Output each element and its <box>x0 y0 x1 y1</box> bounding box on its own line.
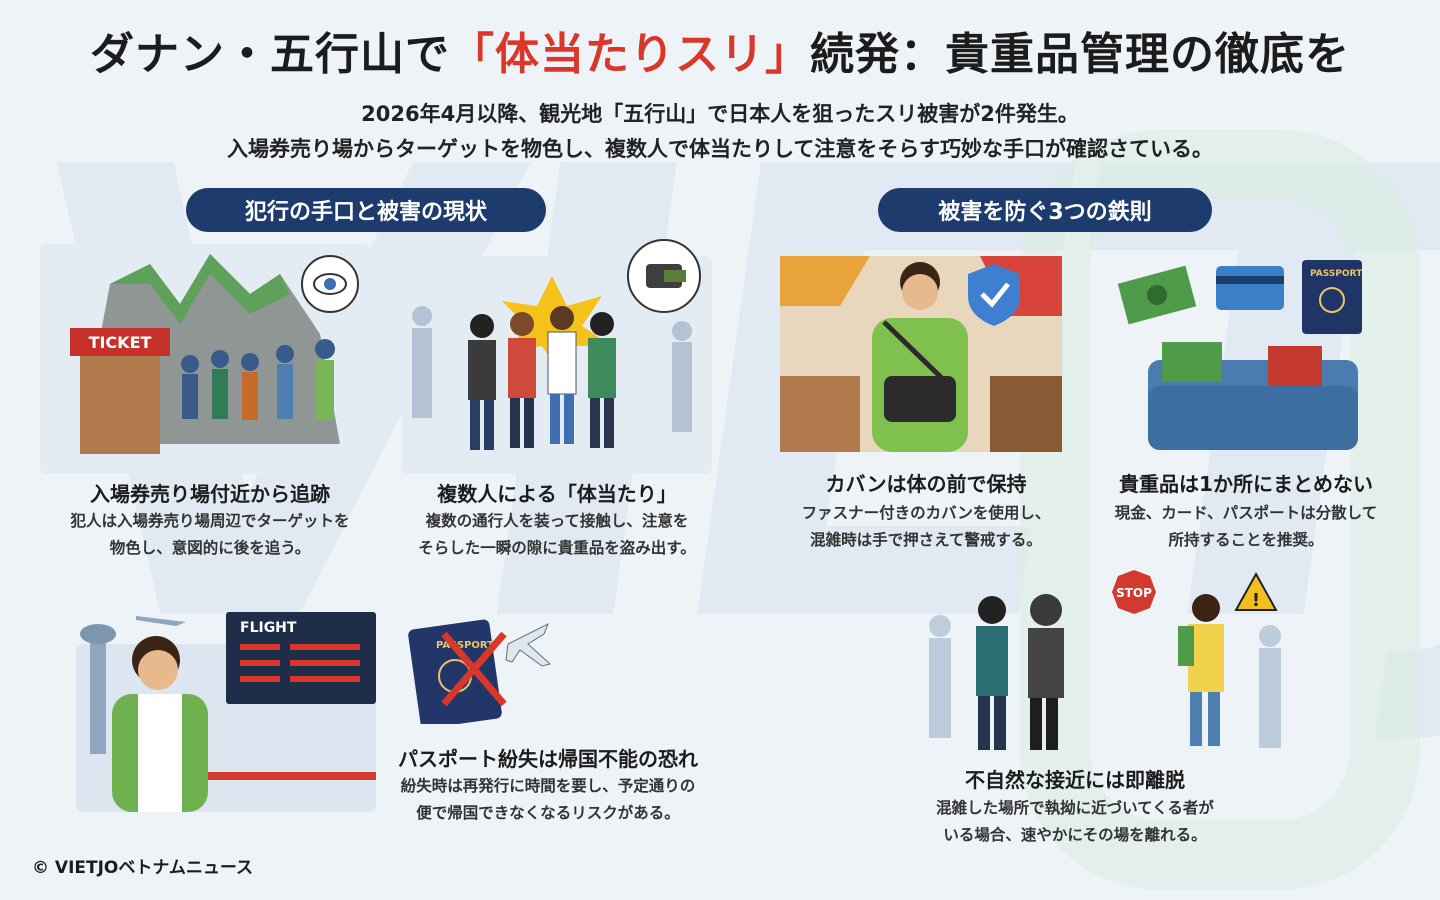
stop-sign-label: STOP <box>1116 586 1152 600</box>
card-bump-line-2: そらした一瞬の隙に貴重品を盗み出す。 <box>418 539 696 557</box>
copyright: © VIETJOベトナムニュース <box>32 858 254 878</box>
passport-lost-illustration: PASSPORT <box>408 619 552 724</box>
passport-small-label: PASSPORT <box>1310 269 1363 279</box>
ticket-booth-illustration: TICKET <box>40 244 370 474</box>
card-split-line-1: 現金、カード、パスポートは分散して <box>1114 504 1378 522</box>
card-leave-line-1: 混雑した場所で執拗に近づいてくる者が <box>936 799 1214 817</box>
passport-label: PASSPORT <box>436 640 494 651</box>
section-rules-badge: 被害を防ぐ3つの鉄則 <box>878 188 1212 232</box>
card-tracking-line-1: 犯人は入場券売り場周辺でターゲットを <box>70 512 350 530</box>
subtitle-line-1: 2026年4月以降、観光地「五行山」で日本人を狙ったスリ被害が2件発生。 <box>361 102 1079 126</box>
card-split-heading: 貴重品は1か所にまとめない <box>1119 472 1373 496</box>
bag-front-illustration <box>780 256 1062 452</box>
page-title: ダナン・五行山で「体当たりスリ」続発：貴重品管理の徹底を <box>0 18 1440 82</box>
card-tracking-line-2: 物色し、意図的に後を追う。 <box>109 539 311 557</box>
card-split-line-2: 所持することを推奨。 <box>1168 531 1324 549</box>
card-passport-line-1: 紛失時は再発行に時間を要し、予定通りの <box>400 777 696 795</box>
suspicious-approach-illustration: STOP ! <box>929 570 1281 750</box>
card-bag-line-2: 混雑時は手で押さえて警戒する。 <box>810 531 1042 549</box>
title-highlight: 「体当たりスリ」 <box>450 29 810 80</box>
card-leave-line-2: いる場合、速やかにその場を離れる。 <box>943 826 1207 844</box>
card-passport-heading: パスポート紛失は帰国不能の恐れ <box>398 747 698 771</box>
card-tracking-heading: 入場券売り場付近から追跡 <box>90 482 330 506</box>
title-after: 続発：貴重品管理の徹底を <box>810 29 1350 80</box>
card-bag-line-1: ファスナー付きのカバンを使用し、 <box>801 504 1051 522</box>
card-bump-line-1: 複数の通行人を装って接触し、注意を <box>425 512 689 530</box>
flight-board-label: FLIGHT <box>240 620 297 636</box>
card-passport-line-2: 便で帰国できなくなるリスクがある。 <box>416 804 680 822</box>
subtitle-line-2: 入場券売り場からターゲットを物色し、複数人で体当たりして注意をそらす巧妙な手口が… <box>227 137 1213 161</box>
bump-crowd-illustration <box>402 239 712 474</box>
valuables-illustration: PASSPORT <box>1118 260 1363 450</box>
ticket-sign: TICKET <box>89 333 152 352</box>
card-leave-heading: 不自然な接近には即離脱 <box>965 768 1185 792</box>
title-before: ダナン・五行山で <box>90 29 450 80</box>
card-bag-heading: カバンは体の前で保持 <box>825 472 1027 496</box>
airport-illustration: FLIGHT <box>76 612 376 812</box>
section-methods-badge: 犯行の手口と被害の現状 <box>186 188 546 232</box>
card-bump-heading: 複数人による「体当たり」 <box>437 482 677 506</box>
svg-text:!: ! <box>1252 590 1260 611</box>
